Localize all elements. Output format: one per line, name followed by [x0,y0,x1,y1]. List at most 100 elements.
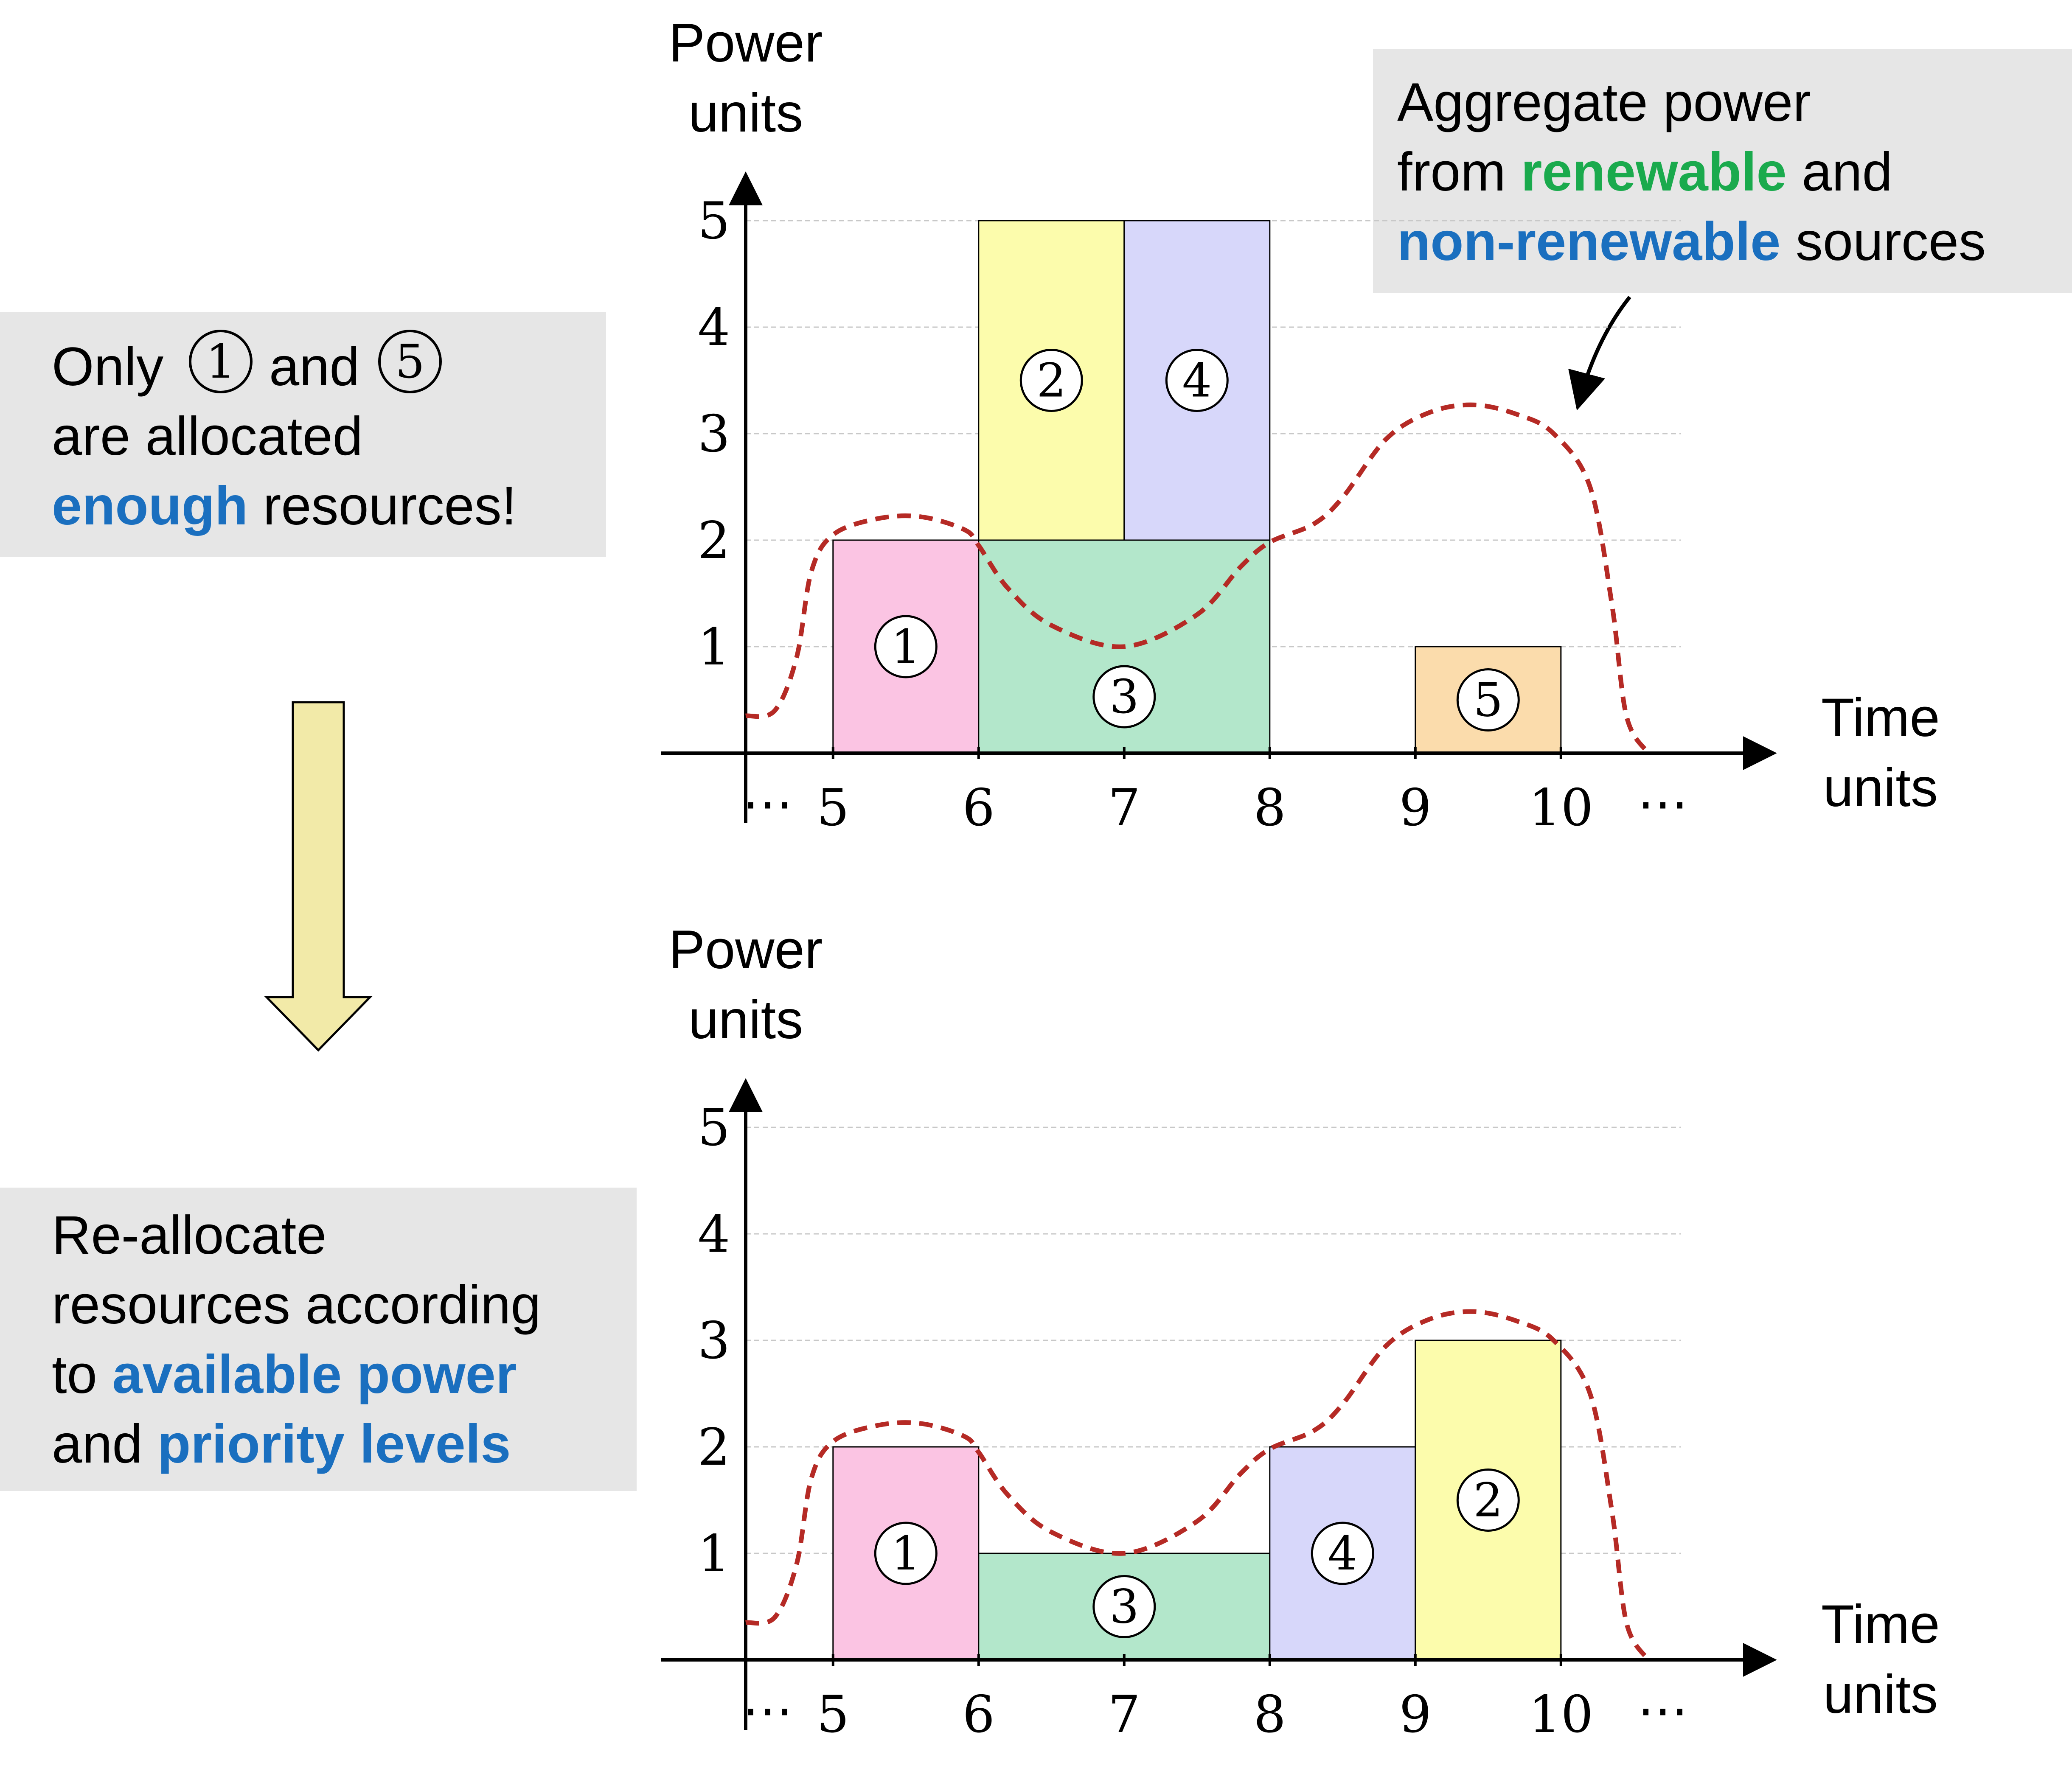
task-badge-label: 3 [1109,1580,1139,1634]
y-axis-label-line2: units [688,83,803,143]
badge-label: 1 [206,334,236,389]
task-badge-circle [1456,1469,1520,1532]
callout-realloc-line2: resources according [52,1275,541,1335]
callout-enough-resources: Only 1 and 5 are allocated enough resour… [0,312,606,557]
callout-enough-line2: are allocated [52,406,363,467]
y-axis-label-line1: Power [669,919,823,980]
task-badge-circle [874,615,938,678]
x-tick-label: 8 [1254,1685,1286,1744]
y-tick-label: 4 [698,1205,730,1264]
callout-aggregate-from: from [1397,142,1521,202]
x-tick-label: 5 [817,779,849,838]
x-tick-label: 9 [1399,779,1432,838]
y-tick-label: 2 [698,1418,730,1477]
task-block-4: 4 [1123,220,1271,541]
callout-reallocate: Re-allocate resources according to avail… [0,1188,637,1491]
task-block-1: 1 [832,1446,980,1661]
x-tick-label: 10 [1528,779,1593,838]
task-badge-label: 1 [891,619,921,674]
callout-available-power: available power [112,1344,517,1405]
x-axis-label-line2: units [1823,1664,1938,1725]
y-tick-label: 1 [698,618,730,677]
task-badge-label: 5 [1473,673,1503,727]
x-axis-label-line1: Time [1821,687,1940,748]
callout-and-text: and [269,336,360,397]
badge-label: 5 [395,334,425,389]
power-curve [745,1309,1651,1662]
badge-task-1: 1 [189,330,253,393]
callout-realloc-line4: and priority levels [52,1414,511,1474]
task-badge-label: 4 [1182,353,1212,408]
task-badge-circle [1092,665,1156,729]
callout-enough-highlight: enough [52,476,248,536]
callout-background [0,1188,637,1491]
x-axis-label-line1: Time [1821,1594,1940,1655]
x-tick-label: 6 [963,1685,995,1744]
task-badge-label: 2 [1473,1473,1503,1527]
x-tick-label: 5 [817,1685,849,1744]
task-badge-label: 1 [891,1526,921,1581]
task-block-2: 2 [978,220,1125,541]
task-badge-circle [1456,668,1520,731]
y-tick-label: 2 [698,511,730,570]
y-tick-label: 5 [698,192,730,251]
y-tick-label: 4 [698,298,730,357]
task-badge-label: 4 [1328,1526,1357,1581]
callout-realloc-line3-pre: to [52,1344,112,1405]
x-ellipsis-left: ⋯ [742,774,793,833]
task-badge-circle [1311,1522,1374,1585]
badge-circle [378,330,442,393]
x-tick-label: 7 [1108,1685,1140,1744]
x-ellipsis-right: ⋯ [1637,774,1688,833]
task-badge-circle [1092,1575,1156,1638]
callout-renewable: renewable [1521,142,1787,202]
x-tick-label: 6 [963,779,995,838]
task-block-3: 3 [978,1553,1271,1661]
y-axis-label-line2: units [688,989,803,1050]
callout-realloc-line4-pre: and [52,1414,157,1474]
callout-aggregate-line3: non-renewable sources [1397,211,1986,272]
x-tick-label: 8 [1254,779,1286,838]
task-badge-circle [1019,349,1083,412]
x-tick-label: 10 [1528,1685,1593,1744]
y-tick-label: 1 [698,1525,730,1583]
callout-non-renewable: non-renewable [1397,211,1780,272]
y-tick-label: 3 [698,405,730,464]
callout-priority-levels: priority levels [157,1414,511,1474]
x-tick-label: 9 [1399,1685,1432,1744]
callout-aggregate-line2: from renewable and [1397,142,1892,202]
task-badge-circle [874,1522,938,1585]
badge-circle [189,330,253,393]
x-axis-label-line2: units [1823,757,1938,818]
callout-aggregate-power: Aggregate power from renewable and non-r… [1373,49,2072,293]
callout-background [0,312,606,557]
task-block-5: 5 [1415,646,1562,754]
x-ellipsis-right: ⋯ [1637,1681,1688,1740]
task-badge-label: 3 [1109,670,1139,724]
task-block-2: 2 [1415,1340,1562,1661]
callout-aggregate-sources: sources [1780,211,1986,272]
callout-pointer-arrow [1568,296,1631,411]
callout-enough-line3: enough resources! [52,476,517,536]
callout-aggregate-line1: Aggregate power [1397,72,1811,133]
task-block-1: 1 [832,539,980,754]
callout-enough-line1: Only [52,336,163,397]
callout-realloc-line3: to available power [52,1344,517,1405]
task-badge-label: 2 [1036,353,1066,408]
callout-aggregate-and: and [1787,142,1892,202]
y-axis-label-line1: Power [669,13,823,73]
badge-task-5: 5 [378,330,442,393]
power-curve [745,402,1651,755]
task-badge-circle [1165,349,1229,412]
callout-enough-rest: resources! [248,476,517,536]
down-arrow-icon [264,701,373,1052]
callout-only-text: Only [52,336,163,397]
x-ellipsis-left: ⋯ [742,1681,793,1740]
x-tick-label: 7 [1108,779,1140,838]
callout-background [1373,49,2072,293]
y-tick-label: 5 [698,1099,730,1157]
y-tick-label: 3 [698,1312,730,1370]
callout-realloc-line1: Re-allocate [52,1205,326,1266]
